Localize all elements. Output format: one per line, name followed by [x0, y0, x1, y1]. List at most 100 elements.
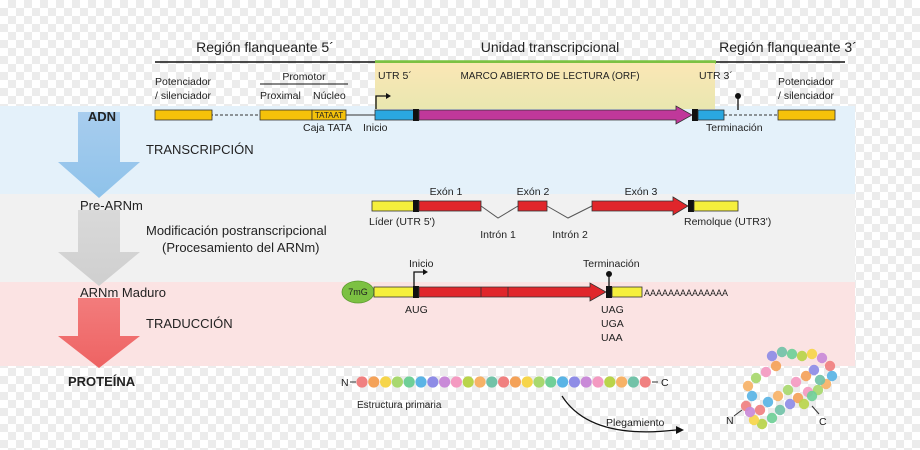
- core-label: Núcleo: [313, 90, 346, 102]
- folded-amino-acid-bead: [754, 404, 766, 416]
- translation-label: TRADUCCIÓN: [146, 316, 233, 331]
- folded-amino-acid-bead: [760, 366, 772, 378]
- amino-acid-bead: [380, 376, 392, 388]
- folded-amino-acid-bead: [824, 360, 836, 372]
- mature-utr3-box: [611, 286, 643, 298]
- folded-c-terminus: C: [819, 416, 827, 428]
- translation-start-arrow: [413, 271, 423, 286]
- utr3-label: UTR 3´: [699, 70, 733, 82]
- core-box: [311, 109, 347, 121]
- poly-a-tail: AAAAAAAAAAAAAA: [644, 288, 728, 298]
- stop-codon-1: UAG: [601, 304, 624, 316]
- amino-acid-bead: [462, 376, 474, 388]
- mature-cds-arrow: [418, 282, 607, 302]
- center-region-title: Unidad transcripcional: [481, 39, 620, 55]
- primary-amino-acid-chain: [356, 376, 651, 388]
- folded-amino-acid-bead: [742, 380, 754, 392]
- folding-arrowhead: [676, 426, 684, 434]
- folded-amino-acid-bead: [776, 346, 788, 358]
- folded-amino-acid-bead: [790, 376, 802, 388]
- translation-arrow: [58, 298, 140, 368]
- amino-acid-bead: [568, 376, 581, 388]
- amino-acid-bead: [627, 376, 640, 388]
- dna-start-label: Inicio: [363, 122, 388, 134]
- transcription-arrow: [58, 112, 140, 198]
- folded-amino-acid-bead: [782, 384, 794, 396]
- dna-stop-label: Terminación: [706, 122, 763, 134]
- folded-amino-acid-bead: [808, 364, 820, 376]
- exon2-label: Exón 2: [517, 186, 550, 198]
- orf-label: MARCO ABIERTO DE LECTURA (ORF): [460, 71, 639, 82]
- folded-n-line: [733, 409, 743, 417]
- amino-acid-bead: [533, 376, 545, 388]
- mature-start-label: Inicio: [409, 258, 434, 270]
- folded-amino-acid-bead: [814, 374, 826, 386]
- trailer-label: Remolque (UTR3'): [684, 216, 771, 228]
- stop-codon-2: UGA: [601, 318, 624, 330]
- utr5-label: UTR 5´: [378, 70, 412, 82]
- enhancer-right-line1: Potenciador: [778, 76, 835, 88]
- utr3-box: [697, 109, 725, 121]
- mature-stop-label: Terminación: [583, 258, 640, 270]
- cap-label: 7mG: [348, 287, 368, 297]
- amino-acid-bead: [545, 376, 557, 388]
- folded-amino-acid-bead: [772, 390, 784, 402]
- proximal-box: [259, 109, 313, 121]
- left-region-title: Región flanqueante 5´: [196, 39, 334, 55]
- folded-amino-acid-bead: [774, 404, 786, 416]
- amino-acid-bead: [427, 376, 439, 388]
- folded-amino-acid-bead: [784, 398, 796, 410]
- amino-acid-bead: [592, 376, 604, 388]
- amino-acid-bead: [521, 376, 533, 388]
- folded-amino-acid-bead: [766, 412, 778, 424]
- exon1-label: Exón 1: [430, 186, 463, 198]
- folded-amino-acid-bead: [806, 348, 818, 360]
- protein-label: PROTEÍNA: [68, 374, 136, 389]
- enhancer-left-line2: / silenciador: [155, 90, 212, 102]
- primary-structure-label: Estructura primaria: [357, 400, 442, 411]
- amino-acid-bead: [509, 376, 521, 388]
- folded-amino-acid-bead: [796, 350, 808, 362]
- folding-label: Plegamiento: [606, 417, 665, 429]
- intron1-line: [480, 205, 519, 219]
- folded-n-terminus: N: [726, 415, 734, 427]
- transcription-label: TRANSCRIPCIÓN: [146, 142, 254, 157]
- transcription-start-arrow: [375, 95, 386, 109]
- stop-codon-3: UAA: [601, 332, 623, 344]
- amino-acid-bead: [403, 376, 415, 388]
- folded-amino-acid-bead: [746, 390, 758, 402]
- orf-highlight: [375, 63, 715, 109]
- orf-arrow: [418, 105, 693, 125]
- intron2-label: Intrón 2: [552, 229, 588, 241]
- amino-acid-bead: [439, 376, 451, 388]
- exon3-label: Exón 3: [625, 186, 658, 198]
- c-terminus: C: [661, 377, 669, 389]
- amino-acid-bead: [580, 376, 592, 388]
- folded-amino-acid-bead: [816, 352, 828, 364]
- processing-arrow: [58, 210, 140, 286]
- amino-acid-bead: [415, 376, 427, 388]
- amino-acid-bead: [486, 376, 498, 388]
- folded-amino-acid-bead: [748, 414, 760, 426]
- tata-box-label: Caja TATA: [303, 122, 352, 134]
- folded-amino-acid-bead: [800, 370, 812, 382]
- dna-label: ADN: [88, 109, 116, 124]
- folded-amino-acid-bead: [770, 360, 782, 372]
- folded-protein: [740, 346, 838, 430]
- amino-acid-bead: [368, 376, 380, 388]
- intron2-line: [546, 205, 593, 219]
- pre-stop-marker: [688, 200, 694, 212]
- pre-start-marker: [413, 200, 419, 212]
- processing-line2: (Procesamiento del ARNm): [162, 240, 320, 255]
- enhancer-right-line2: / silenciador: [778, 90, 835, 102]
- folded-amino-acid-bead: [826, 370, 838, 382]
- enhancer-right-box: [777, 109, 836, 121]
- folded-amino-acid-bead: [798, 398, 810, 410]
- tata-box-text: TATAAT: [315, 111, 343, 120]
- mature-utr5-box: [373, 286, 415, 298]
- folded-amino-acid-bead: [806, 390, 818, 402]
- folded-amino-acid-bead: [750, 372, 762, 384]
- dna-band: [0, 106, 855, 194]
- enhancer-left-box: [154, 109, 213, 121]
- right-region-title: Región flanqueante 3´: [719, 39, 857, 55]
